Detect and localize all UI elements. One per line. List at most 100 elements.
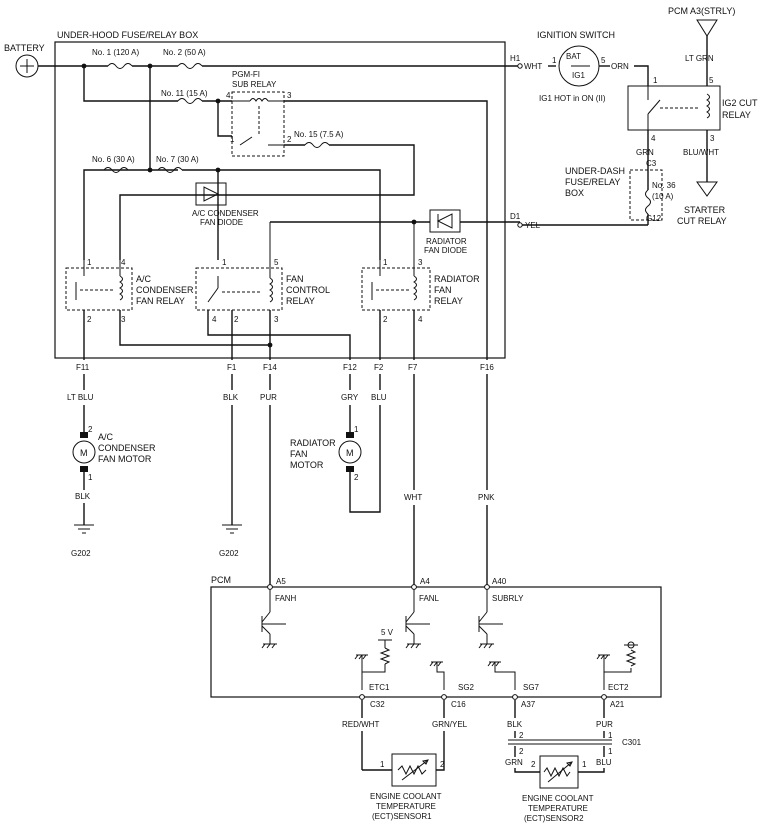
- fc-relay-pin-4: 4: [212, 315, 217, 324]
- wire-pur-ect2: PUR: [596, 720, 613, 729]
- pcm-label: PCM: [211, 575, 231, 585]
- ac-relay-pin-4: 4: [121, 258, 126, 267]
- ac-relay-pin-3: 3: [121, 315, 126, 324]
- starter-label-2: CUT RELAY: [677, 216, 727, 226]
- rad-motor-label-2: FAN: [290, 449, 308, 459]
- wire-gry: GRY: [341, 393, 359, 402]
- rad-relay-pin-3: 3: [418, 258, 423, 267]
- under-dash-label-3: BOX: [565, 188, 584, 198]
- ac-motor-label-1: A/C: [98, 432, 114, 442]
- rad-relay-label-2: FAN: [434, 285, 452, 295]
- transistor-fanl: [405, 589, 430, 649]
- sensor1-label-3: (ECT)SENSOR1: [372, 812, 432, 821]
- connector-f7: F7: [408, 363, 418, 372]
- pgmfi-label-2: SUB RELAY: [232, 80, 277, 89]
- ignition-switch-label: IGNITION SWITCH: [537, 30, 615, 40]
- c301-pin-2-bottom: 2: [519, 747, 524, 756]
- under-dash-fuse-box: [629, 169, 663, 221]
- connector-c16: C16: [451, 700, 466, 709]
- fuse-11-label: No. 11 (15 A): [161, 89, 208, 98]
- ac-motor-label-3: FAN MOTOR: [98, 454, 152, 464]
- transistor-subrly: [478, 589, 503, 649]
- ac-condenser-fan-diode: [195, 182, 227, 206]
- fc-relay-pin-2: 2: [234, 315, 239, 324]
- ac-relay-pin-1: 1: [87, 258, 92, 267]
- fuse-1-label: No. 1 (120 A): [92, 48, 139, 57]
- ground-label-1: G202: [71, 549, 91, 558]
- fuse-6: [103, 167, 129, 173]
- wire-red-wht: RED/WHT: [342, 720, 379, 729]
- sensor2-label-1: ENGINE COOLANT: [522, 794, 594, 803]
- connector-f12: F12: [343, 363, 357, 372]
- under-hood-box-title: UNDER-HOOD FUSE/RELAY BOX: [57, 30, 198, 40]
- c301-pin-1-bottom: 1: [608, 747, 613, 756]
- fuse-1: [107, 63, 133, 69]
- c301-label: C301: [622, 738, 642, 747]
- pcm-a3-label: PCM A3(STRLY): [668, 6, 735, 16]
- ground-symbol-etc1: [354, 654, 368, 690]
- pgmfi-sub-relay: [231, 91, 285, 157]
- wire-wht-f7: WHT: [404, 493, 422, 502]
- radiator-fan-diode: [429, 209, 461, 233]
- rad-relay-label-1: RADIATOR: [434, 274, 480, 284]
- rad-motor-m: M: [346, 448, 354, 458]
- ig2-pin-1: 1: [653, 76, 658, 85]
- wire-blk-f1: BLK: [223, 393, 239, 402]
- wire-pur-f14: PUR: [260, 393, 277, 402]
- sensor1-label-2: TEMPERATURE: [376, 802, 436, 811]
- sensor1-pin-2: 2: [440, 760, 445, 769]
- pcm-outline: [210, 586, 662, 698]
- ig2-pin-3: 3: [710, 134, 715, 143]
- transistor-fanh: [261, 589, 286, 649]
- wire-blu-s2: BLU: [596, 758, 612, 767]
- pcm-fanl: FANL: [419, 594, 440, 603]
- connector-c3: C3: [646, 159, 657, 168]
- sensor2-label-2: TEMPERATURE: [528, 804, 588, 813]
- wire-lt-blu: LT BLU: [67, 393, 94, 402]
- rad-diode-label-1: RADIATOR: [426, 237, 467, 246]
- rad-motor-pin-1: 1: [354, 425, 359, 434]
- ig2-pin-5: 5: [709, 76, 714, 85]
- connector-f14: F14: [263, 363, 277, 372]
- fc-relay-pin-5: 5: [274, 258, 279, 267]
- under-dash-label-2: FUSE/RELAY: [565, 177, 620, 187]
- under-hood-box-outline: [54, 41, 506, 359]
- ect-sensor-2: [539, 755, 579, 789]
- pcm-fanh: FANH: [275, 594, 297, 603]
- fuse-15: [304, 142, 330, 148]
- connector-f16: F16: [480, 363, 494, 372]
- pcm-etc1: ETC1: [369, 683, 390, 692]
- wire-blu-wht: BLU/WHT: [683, 148, 719, 157]
- ac-relay-pin-2: 2: [87, 315, 92, 324]
- pgmfi-pin-3: 3: [287, 91, 292, 100]
- ect2-reference: [596, 641, 638, 690]
- fuse-2: [177, 63, 203, 69]
- rad-relay-label-3: RELAY: [434, 296, 463, 306]
- connector-a5: A5: [276, 577, 286, 586]
- pcm-sg7: SG7: [523, 683, 540, 692]
- pcm-sg2: SG2: [458, 683, 475, 692]
- connector-h1: H1: [510, 54, 521, 63]
- fuse-7-label: No. 7 (30 A): [156, 155, 199, 164]
- wire-blu-f2: BLU: [371, 393, 387, 402]
- ground-symbol-2: [222, 524, 242, 534]
- pgmfi-pin-1: 1: [230, 135, 235, 144]
- connector-g12: G12: [646, 214, 662, 223]
- ig2-relay-label-2: RELAY: [722, 110, 751, 120]
- wire-blk-sg7: BLK: [507, 720, 523, 729]
- wire-blk-motor: BLK: [75, 492, 91, 501]
- wire-yel: YEL: [525, 221, 541, 230]
- ac-relay-label-3: FAN RELAY: [136, 296, 185, 306]
- fc-relay-label-2: CONTROL: [286, 285, 330, 295]
- pcm-subrly: SUBRLY: [492, 594, 524, 603]
- fuse-36-label-2: (10 A): [652, 192, 674, 201]
- pgmfi-label-1: PGM-FI: [232, 70, 260, 79]
- ignition-ig1: IG1: [572, 71, 585, 80]
- connector-c301: [508, 739, 612, 745]
- pgmfi-pin-4: 4: [226, 91, 231, 100]
- ig2-pin-4: 4: [651, 134, 656, 143]
- fuse-36-label-1: No. 36: [652, 181, 676, 190]
- ac-diode-label-2: FAN DIODE: [200, 218, 243, 227]
- ignition-pin-5: 5: [601, 56, 606, 65]
